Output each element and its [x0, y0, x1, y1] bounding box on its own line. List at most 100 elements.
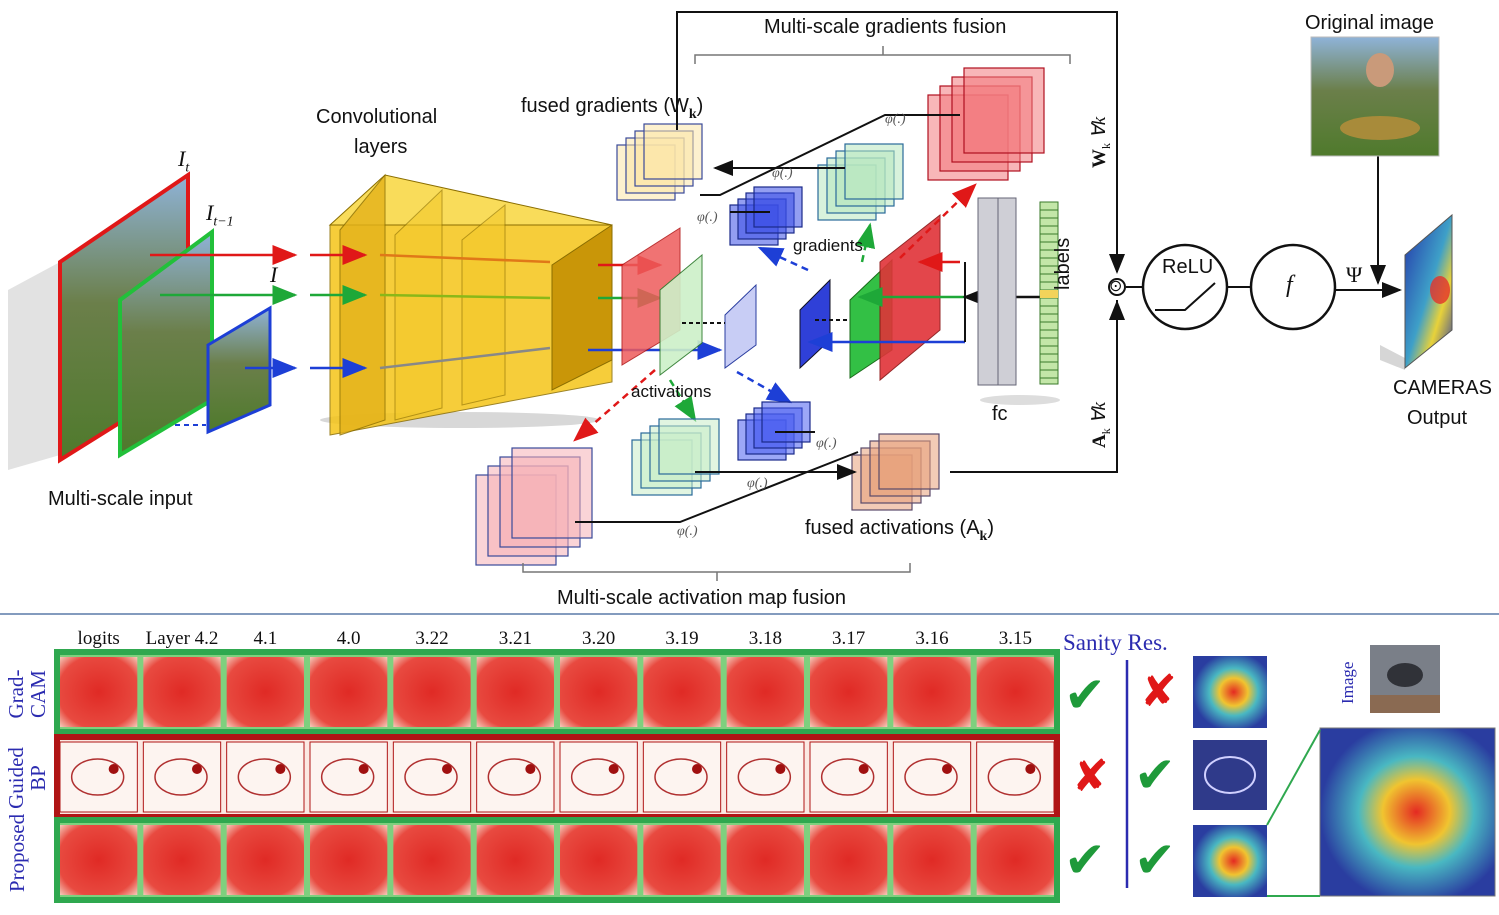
column-header: 3.17 — [832, 628, 866, 649]
gradients-label: gradients — [793, 236, 863, 255]
fused-gradients-stack — [616, 123, 703, 201]
act-fusion-label: Multi-scale activation map fusion — [557, 587, 847, 609]
multiscale-input-label: Multi-scale input — [48, 488, 193, 510]
guided-bp-cell — [142, 741, 222, 813]
heatmap-cell — [143, 657, 221, 727]
f-label: f — [1286, 272, 1293, 298]
heatmap-cell — [310, 657, 388, 727]
check-icon: ✔ — [1134, 746, 1176, 804]
row-label-gradcam: Grad-CAM — [4, 669, 50, 719]
heatmap-cell — [643, 657, 721, 727]
column-header: 3.18 — [748, 628, 782, 649]
guided-bp-cell — [642, 741, 722, 813]
heatmap-cell — [893, 657, 971, 727]
heatmap-cell — [560, 657, 638, 727]
heatmap-cell — [560, 825, 638, 895]
relu-label: ReLU — [1162, 256, 1214, 278]
column-header: logits — [77, 628, 120, 649]
row-frame — [54, 649, 1060, 735]
heatmap-cell — [976, 657, 1054, 727]
check-icon: ✔ — [1134, 831, 1176, 889]
cameras-label-2: Output — [1407, 407, 1468, 429]
column-header: 3.20 — [582, 628, 616, 649]
heatmap-cell — [393, 657, 471, 727]
activations-label: activations — [631, 382, 712, 401]
original-image-label: Original image — [1305, 12, 1434, 34]
phi-label: φ(.) — [885, 112, 906, 127]
guided-bp-cell — [476, 741, 555, 813]
heatmap-cell — [226, 825, 304, 895]
grad-fusion-label: Multi-scale gradients fusion — [764, 16, 1007, 38]
phi-label: φ(.) — [816, 436, 837, 451]
heatmap-cell — [393, 825, 471, 895]
cross-icon: ✘ — [1072, 751, 1109, 802]
fused-activations-stack — [851, 433, 940, 511]
conv-layers-label-2: layers — [354, 136, 408, 158]
heatmap-cell — [810, 825, 888, 895]
image-label: Image — [1338, 661, 1357, 704]
original-image — [1310, 36, 1440, 157]
heatmap-cell — [143, 825, 221, 895]
phi-label: φ(.) — [772, 166, 793, 181]
cameras-label-1: CAMERAS — [1393, 377, 1492, 399]
wk-forall-label: Wk ∀k — [1089, 116, 1113, 168]
column-header: 3.22 — [415, 628, 449, 649]
guided-bp-cell — [892, 741, 972, 813]
conv-block — [320, 173, 613, 436]
gradients-blue-stack — [729, 186, 803, 246]
activations-red-stack — [475, 447, 593, 566]
fused-gradients-label: fused gradients (Wk) — [521, 95, 704, 122]
cross-icon: ✘ — [1140, 666, 1177, 717]
psi-label: Ψ — [1346, 262, 1363, 287]
column-header: 4.1 — [253, 628, 278, 649]
labels-label: labels — [1052, 237, 1074, 290]
guided-bp-cell — [976, 741, 1055, 813]
column-header: Layer 4.2 — [145, 628, 219, 649]
column-header: 3.21 — [498, 628, 532, 649]
input-images — [8, 171, 272, 470]
sanity-thumbnails — [1193, 645, 1496, 897]
column-header: 4.0 — [336, 628, 361, 649]
guided-bp-cell — [809, 741, 888, 813]
fc-label: fc — [992, 403, 1008, 425]
phi-label: φ(.) — [677, 524, 698, 539]
heatmap-cell — [310, 825, 388, 895]
row-frame — [54, 817, 1060, 903]
heatmap-cell — [226, 657, 304, 727]
heatmap-cell — [726, 825, 804, 895]
guided-bp-cell — [226, 741, 305, 813]
activations-blue-stack — [737, 401, 811, 461]
guided-bp-cell — [726, 741, 805, 813]
conv-layers-label-1: Convolutional — [316, 106, 438, 128]
phi-label: φ(.) — [697, 210, 718, 225]
i-label: I — [270, 262, 278, 287]
guided-bp-cell — [559, 741, 638, 813]
fused-activations-label: fused activations (Ak) — [805, 517, 994, 544]
gradients-green-stack — [817, 143, 904, 221]
cameras-output-image — [1380, 213, 1453, 370]
odot-label: ⊙ — [1109, 278, 1123, 295]
check-icon: ✔ — [1064, 831, 1106, 889]
column-header: 3.15 — [998, 628, 1032, 649]
it1-label: It−1 — [206, 200, 234, 230]
heatmap-cell — [476, 825, 554, 895]
activations-green-stack — [631, 418, 720, 496]
guided-bp-cell — [309, 741, 388, 813]
row-label-proposed: Proposed — [5, 813, 29, 893]
it-label: It — [178, 146, 190, 176]
sanity-title: Sanity Res. — [1063, 630, 1168, 655]
column-header: 3.19 — [665, 628, 699, 649]
heatmap-cell — [60, 825, 138, 895]
check-icon: ✔ — [1064, 666, 1106, 724]
heatmap-cell — [726, 657, 804, 727]
phi-label: φ(.) — [747, 476, 768, 491]
heatmap-cell — [893, 825, 971, 895]
guided-bp-cell — [392, 741, 472, 813]
gradients-red-stack — [927, 67, 1045, 181]
heatmap-cell — [976, 825, 1054, 895]
heatmap-cell — [810, 657, 888, 727]
heatmap-cell — [643, 825, 721, 895]
heatmap-cell — [60, 657, 138, 727]
